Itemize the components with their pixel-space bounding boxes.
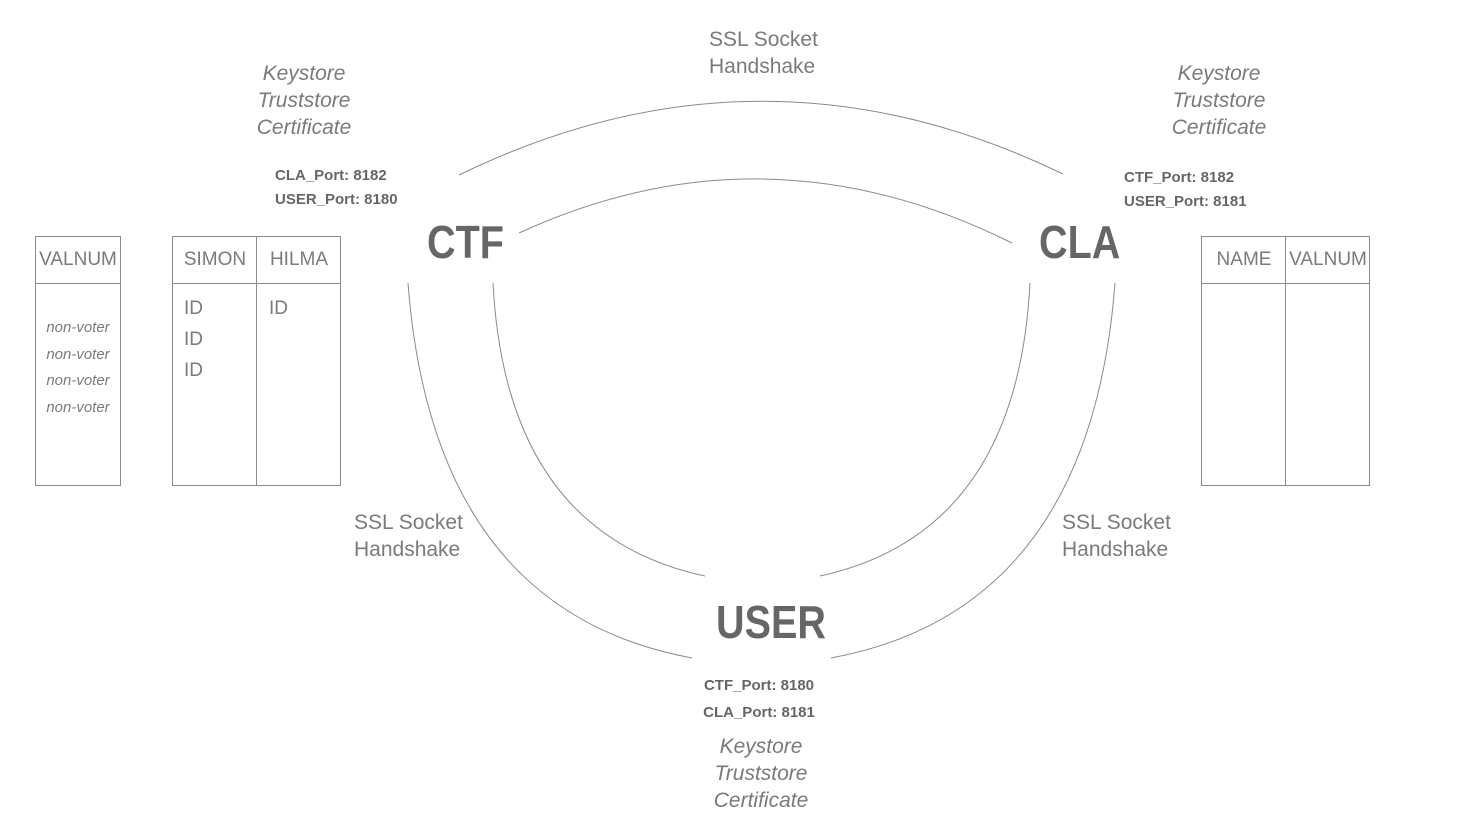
cla-user-inner-arc [819, 282, 1031, 577]
handshake-left-line2: Handshake [354, 538, 461, 561]
voters-table: SIMON HILMA ID ID ID ID [172, 236, 341, 486]
cla-keystore: Keystore [1177, 62, 1261, 85]
valnum-row-3: non-voter [46, 372, 110, 389]
valnum-row-4: non-voter [46, 399, 110, 416]
cla-ports: CTF_Port: 8182 USER_Port: 8181 [1124, 166, 1247, 214]
cla-user-outer-arc [830, 282, 1116, 659]
cla-store-labels: Keystore Truststore Certificate [1159, 60, 1279, 141]
simon-id-3: ID [184, 360, 203, 381]
node-ctf: CTF [427, 216, 504, 268]
simon-id-2: ID [184, 329, 203, 350]
valnum-row-1: non-voter [46, 319, 110, 336]
voters-table-divider [256, 237, 257, 485]
cla-table: NAME VALNUM [1201, 236, 1370, 486]
column-hilma: HILMA [269, 249, 329, 270]
ctf-keystore: Keystore [262, 62, 346, 85]
ctf-cla-inner-arc [518, 178, 1013, 244]
handshake-label-top: SSL Socket Handshake [709, 26, 818, 80]
valnum-header: VALNUM [39, 249, 117, 270]
handshake-top-line1: SSL Socket [709, 28, 818, 51]
handshake-label-left: SSL Socket Handshake [354, 509, 463, 563]
ctf-truststore: Truststore [257, 89, 351, 112]
hilma-id-1: ID [269, 298, 288, 319]
cla-port-user: USER_Port: 8181 [1124, 193, 1247, 210]
column-simon: SIMON [183, 249, 247, 270]
ctf-ports: CLA_Port: 8182 USER_Port: 8180 [275, 164, 398, 212]
user-port-ctf: CTF_Port: 8180 [703, 677, 815, 694]
column-name: NAME [1216, 249, 1272, 270]
ctf-port-cla: CLA_Port: 8182 [275, 167, 387, 184]
cla-port-ctf: CTF_Port: 8182 [1124, 169, 1235, 186]
handshake-right-line1: SSL Socket [1062, 511, 1171, 534]
user-keystore: Keystore [719, 735, 803, 758]
ctf-certificate: Certificate [256, 116, 352, 139]
valnum-row-2: non-voter [46, 346, 110, 363]
valnum-table-header-row [36, 237, 120, 284]
handshake-right-line2: Handshake [1062, 538, 1169, 561]
node-user: USER [716, 596, 826, 648]
cla-certificate: Certificate [1171, 116, 1267, 139]
cla-truststore: Truststore [1172, 89, 1266, 112]
user-truststore: Truststore [714, 762, 808, 785]
simon-id-1: ID [184, 298, 203, 319]
column-valnum: VALNUM [1289, 249, 1367, 270]
valnum-table-left: VALNUM non-voter non-voter non-voter non… [35, 236, 121, 486]
handshake-left-line1: SSL Socket [354, 511, 463, 534]
handshake-top-line2: Handshake [709, 55, 816, 78]
ctf-user-inner-arc [492, 282, 706, 577]
node-cla: CLA [1039, 216, 1121, 268]
user-store-labels: Keystore Truststore Certificate [701, 733, 821, 814]
ctf-store-labels: Keystore Truststore Certificate [244, 60, 364, 141]
user-ports: CTF_Port: 8180 CLA_Port: 8181 [700, 672, 818, 726]
user-certificate: Certificate [713, 789, 809, 812]
ctf-user-outer-arc [407, 282, 693, 659]
cla-table-divider [1285, 237, 1286, 485]
handshake-label-right: SSL Socket Handshake [1062, 509, 1171, 563]
user-port-cla: CLA_Port: 8181 [703, 704, 815, 721]
ctf-port-user: USER_Port: 8180 [275, 191, 398, 208]
ctf-cla-outer-arc [458, 100, 1064, 176]
